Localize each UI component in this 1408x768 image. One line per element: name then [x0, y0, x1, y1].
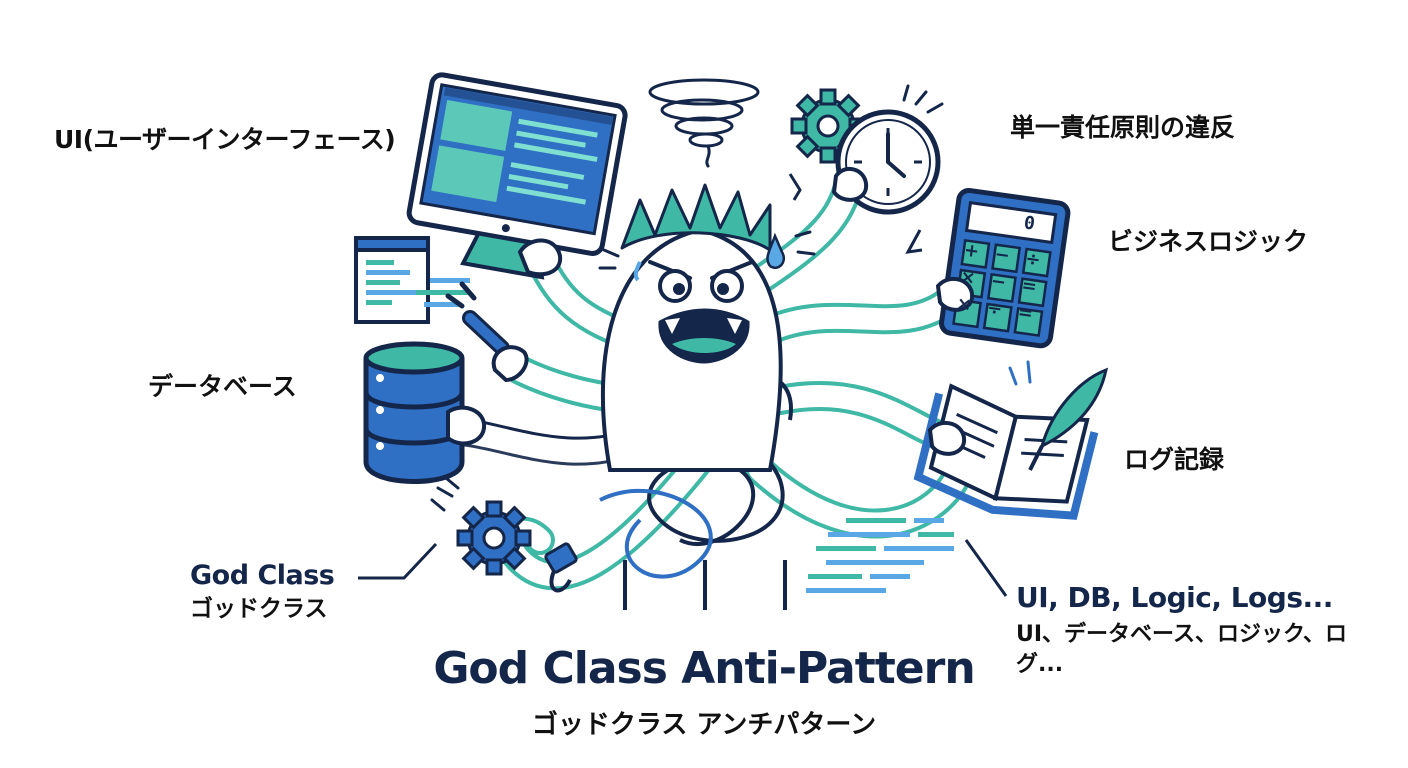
calc-key: +: [962, 239, 981, 263]
label-god-class-en: God Class: [190, 560, 335, 591]
calculator-icon: [939, 187, 1071, 349]
database-icon: [363, 341, 465, 484]
calc-key: ÷: [985, 297, 1004, 321]
title-jp: ゴッドクラス アンチパターン: [531, 710, 877, 740]
label-god-class-jp: ゴッドクラス: [190, 596, 328, 622]
calc-key: ×: [955, 292, 974, 316]
label-mixed-en: UI, DB, Logic, Logs...: [1016, 581, 1333, 614]
code-lines: [806, 518, 954, 593]
calc-key: −: [993, 243, 1012, 267]
label-database: データベース: [148, 372, 297, 401]
calculator-keys: + − ÷ × − = × ÷ =: [947, 238, 1056, 326]
hand-book: [927, 420, 967, 456]
tornado-icon: [648, 78, 760, 168]
calc-key: ×: [958, 266, 977, 290]
label-ui: UI(ユーザーインターフェース): [54, 125, 396, 154]
book-icon: [913, 383, 1099, 520]
gear-icon: [456, 500, 532, 576]
hand-clock: [831, 166, 869, 202]
plug-icon-bottom: [544, 542, 578, 593]
monitor-icon: [406, 72, 628, 280]
sweat-drop-icon: [766, 232, 786, 269]
quill-icon: [1028, 367, 1109, 471]
label-mixed-jp: UI、データベース、ロジック、ログ...: [1016, 622, 1347, 677]
code-window-icon: [354, 236, 470, 324]
label-business-logic: ビジネスロジック: [1108, 227, 1309, 256]
calc-key: ÷: [1024, 248, 1042, 272]
title-en: God Class Anti-Pattern: [433, 643, 975, 694]
hand-calculator: [935, 276, 975, 312]
creature: [598, 183, 816, 472]
label-logging: ログ記録: [1124, 445, 1225, 474]
hand-database: [446, 405, 487, 446]
calc-key: =: [1020, 274, 1039, 298]
callout-lines: [358, 539, 1008, 597]
calc-key: =: [1016, 301, 1035, 325]
hand-monitor: [517, 238, 563, 277]
plug-icon: [445, 281, 529, 383]
calc-key: −: [989, 270, 1008, 294]
label-srp-violation: 単一責任原則の違反: [1010, 113, 1236, 142]
